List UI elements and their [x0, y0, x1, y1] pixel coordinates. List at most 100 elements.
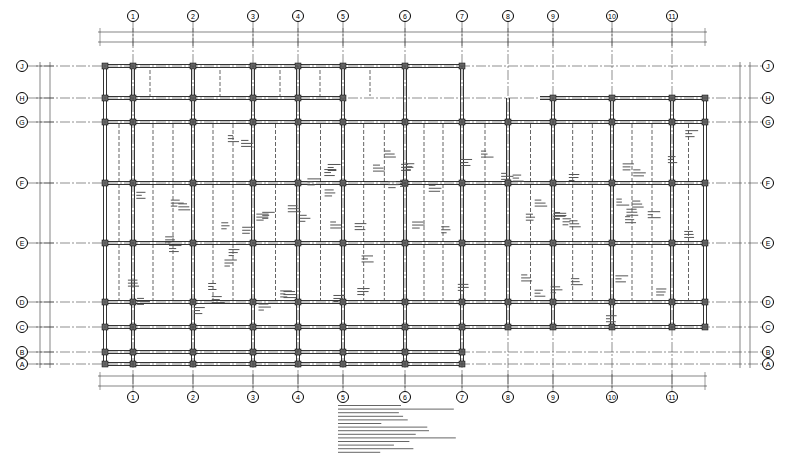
axis-bubble: 8 [502, 10, 514, 22]
axis-bubble: C [16, 321, 28, 333]
annotation-mark [373, 168, 383, 169]
annotation-mark [300, 215, 307, 216]
axis-label: A [766, 361, 771, 368]
axis-label: G [765, 119, 770, 126]
annotation-mark [615, 275, 628, 276]
annotation-mark [632, 204, 642, 205]
annotation-mark [280, 290, 292, 291]
beam-line [540, 96, 705, 97]
beam-line [220, 70, 221, 96]
axis-bubble: 6 [399, 391, 411, 403]
annotation-mark [357, 294, 364, 295]
annotation-mark [553, 219, 560, 220]
axis-bubble: F [762, 177, 774, 189]
annotation-mark [623, 166, 631, 167]
grid-axis-line [28, 243, 762, 244]
annotation-mark [224, 260, 236, 261]
annotation-mark [656, 288, 666, 289]
axis-label: 11 [668, 13, 675, 20]
axis-label: H [19, 95, 24, 102]
annotation-mark [324, 175, 334, 176]
annotation-mark [128, 280, 137, 281]
axis-bubble: A [16, 358, 28, 370]
annotation-mark [616, 205, 629, 206]
grid-axis-line [508, 22, 509, 391]
grid-axis-line [672, 22, 673, 391]
beam-line [344, 66, 345, 364]
annotation-mark [280, 293, 285, 294]
notes-mark [338, 437, 456, 438]
annotation-mark [400, 180, 407, 181]
beam-line [706, 98, 707, 327]
annotation-mark [481, 151, 486, 152]
beam-line [100, 372, 101, 390]
annotation-mark [288, 205, 298, 206]
annotation-mark [169, 248, 176, 249]
annotation-mark [526, 220, 534, 221]
annotation-mark [623, 163, 634, 164]
annotation-mark [633, 175, 644, 176]
annotation-mark [208, 286, 213, 287]
axis-label: C [765, 324, 770, 331]
axis-label: H [765, 95, 770, 102]
beam-line [320, 70, 321, 96]
annotation-mark [569, 174, 579, 175]
annotation-mark [429, 185, 436, 186]
axis-label: B [766, 349, 771, 356]
annotation-mark [481, 157, 494, 158]
beam-line [105, 96, 343, 97]
axis-bubble: A [762, 358, 774, 370]
axis-bubble: C [762, 321, 774, 333]
axis-label: C [19, 324, 24, 331]
beam-line [105, 365, 462, 366]
annotation-mark [526, 214, 533, 215]
annotation-mark [241, 146, 252, 147]
axis-bubble: 7 [456, 10, 468, 22]
annotation-mark [212, 296, 222, 297]
axis-bubble: 3 [247, 391, 259, 403]
beam-line [460, 66, 461, 364]
beam-line [485, 124, 486, 300]
annotation-mark [330, 227, 342, 228]
beam-line [191, 66, 192, 364]
annotation-mark [256, 217, 268, 218]
annotation-mark [325, 195, 332, 196]
annotation-mark [171, 203, 184, 204]
beam-line [320, 124, 321, 300]
beam-line [280, 70, 281, 96]
annotation-mark [633, 172, 646, 173]
annotation-mark [551, 286, 561, 287]
grid-axis-line [612, 22, 613, 391]
annotation-mark [521, 280, 532, 281]
annotation-mark [571, 278, 579, 279]
annotation-mark [324, 172, 331, 173]
axis-bubble: E [762, 237, 774, 249]
annotation-mark [307, 184, 314, 185]
annotation-mark [355, 223, 367, 224]
notes-mark [338, 412, 399, 413]
annotation-mark [165, 239, 175, 240]
annotation-mark [684, 237, 694, 238]
annotation-mark [606, 318, 611, 319]
beam-line [105, 362, 462, 363]
annotation-mark [551, 289, 563, 290]
axis-bubble: B [16, 346, 28, 358]
axis-label: 10 [608, 394, 616, 401]
annotation-mark [242, 230, 250, 231]
annotation-mark [325, 189, 334, 190]
annotation-mark [626, 209, 636, 210]
annotation-mark [241, 143, 253, 144]
axis-label: E [20, 240, 25, 247]
annotation-mark [513, 175, 522, 176]
annotation-mark [171, 206, 178, 207]
annotation-mark [280, 296, 287, 297]
annotation-mark [328, 170, 337, 171]
grid-axis-line [405, 22, 406, 391]
annotation-mark [136, 195, 141, 196]
axis-bubble: J [16, 60, 28, 72]
annotation-mark [563, 218, 571, 219]
beam-line [233, 124, 234, 300]
beam-line [194, 66, 195, 364]
annotation-mark [258, 307, 270, 308]
annotation-mark [194, 310, 200, 311]
